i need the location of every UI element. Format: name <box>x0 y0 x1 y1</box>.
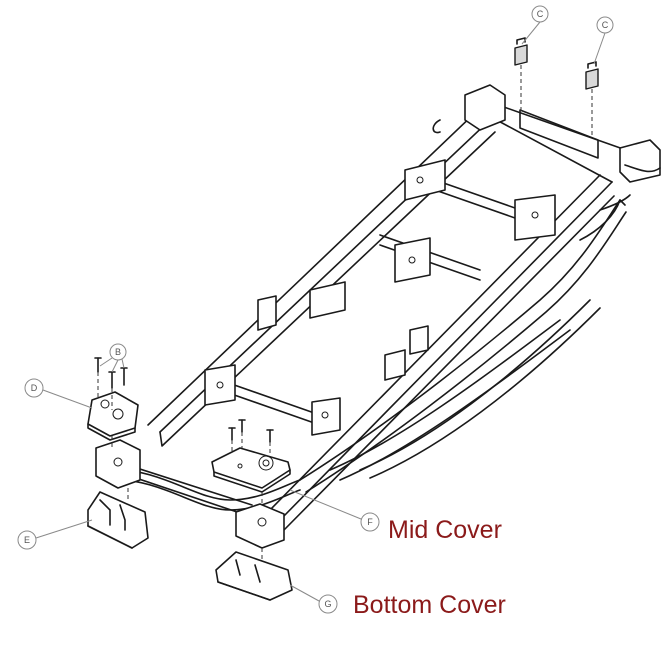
left-top-cover <box>87 391 139 441</box>
screws-b <box>94 357 128 410</box>
callout-d-text: D <box>31 383 38 393</box>
mid-cover-part <box>211 447 291 493</box>
mid-bottom-cover <box>215 551 293 601</box>
callout-e: E <box>17 519 93 550</box>
callout-b-text: B <box>115 347 121 357</box>
callout-d: D <box>24 378 93 409</box>
head-end-hardware <box>432 84 661 183</box>
mid-cover-label: Mid Cover <box>388 516 502 544</box>
pin-c-left <box>514 37 528 112</box>
bottom-cover-label: Bottom Cover <box>353 591 506 619</box>
lower-tubes <box>299 194 631 493</box>
callout-c-left: C <box>521 5 549 45</box>
left-bottom-cover <box>87 491 149 549</box>
callout-c-right-text: C <box>602 20 609 30</box>
callout-g: G <box>289 584 338 614</box>
mid-frame-block <box>235 492 285 562</box>
callout-c-left-text: C <box>537 9 544 19</box>
cross-members <box>204 159 556 436</box>
callout-f: F <box>289 489 380 532</box>
pin-c-right <box>585 61 599 138</box>
callout-c-right: C <box>593 16 614 65</box>
left-frame-block <box>95 436 141 500</box>
mid-screws <box>228 419 274 458</box>
callout-g-text: G <box>324 599 331 609</box>
callout-e-text: E <box>24 535 30 545</box>
callout-f-text: F <box>367 517 373 527</box>
callout-b: B <box>99 343 127 373</box>
